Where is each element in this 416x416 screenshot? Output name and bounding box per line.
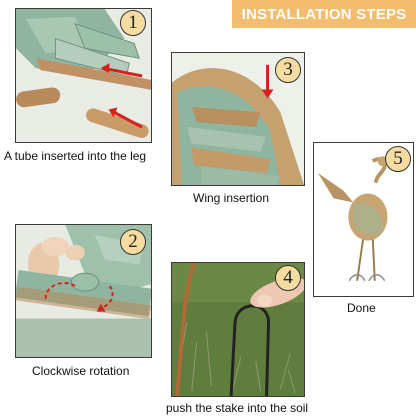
installation-steps-banner: INSTALLATION STEPS (232, 0, 416, 28)
step-1-illustration (16, 9, 151, 142)
step-3-caption: Wing insertion (193, 191, 270, 205)
step-2-badge: 2 (120, 229, 146, 255)
step-3-badge: 3 (275, 57, 301, 83)
step-4-badge: 4 (275, 265, 301, 291)
step-2-caption: Clockwise rotation (32, 364, 130, 378)
step-1-caption: A tube inserted into the leg (4, 149, 147, 163)
step-4-caption: push the stake into the soil (166, 401, 309, 415)
step-1-badge: 1 (120, 10, 146, 36)
banner-title: INSTALLATION STEPS (241, 5, 407, 23)
step-5-badge: 5 (385, 146, 411, 172)
step-1-photo (15, 8, 152, 143)
step-5-caption: Done (347, 301, 376, 315)
